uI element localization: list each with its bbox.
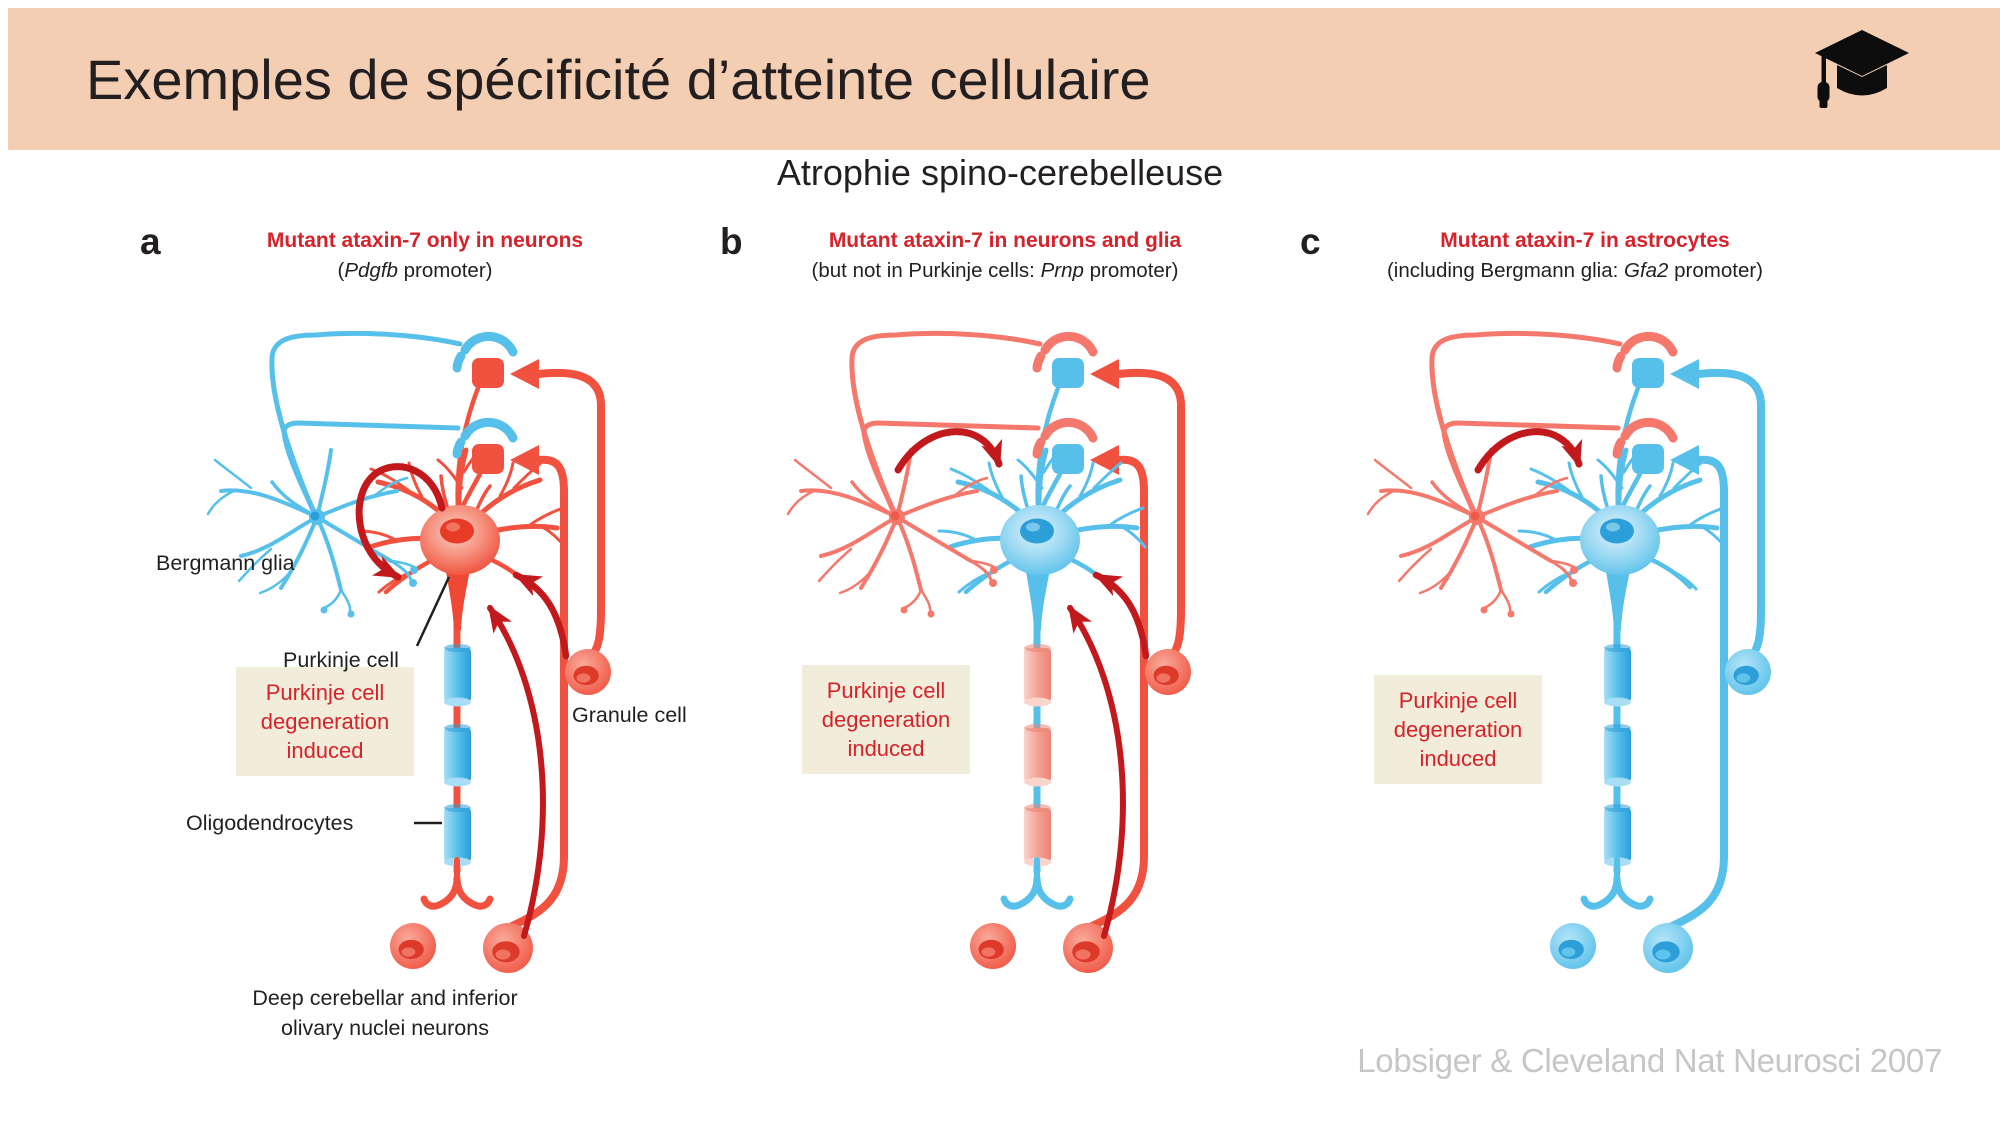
figure-subtitle: Atrophie spino-cerebelleuse (776, 152, 1224, 193)
label-bergmann-glia: Bergmann glia (156, 551, 295, 575)
panel-subtitle: (including Bergmann glia: Gfa2 promoter) (1386, 259, 1764, 282)
degeneration-box: Purkinje cell degeneration induced (802, 665, 970, 774)
label-oligodendrocytes: Oligodendrocytes (186, 811, 354, 835)
panel-c: c Mutant ataxin-7 in astrocytes (includi… (1280, 215, 1860, 1115)
panel-title: Mutant ataxin-7 in astrocytes (1440, 229, 1730, 252)
label-deep-neurons: Deep cerebellar and inferior olivary nuc… (252, 986, 518, 1040)
panel-letter: b (720, 221, 743, 262)
label-granule-cell: Granule cell (572, 703, 687, 727)
panel-title: Mutant ataxin-7 only in neurons (266, 229, 584, 252)
header-banner: Exemples de spécificité d’atteinte cellu… (8, 8, 2000, 150)
label-purkinje-cell: Purkinje cell (283, 648, 399, 672)
panel-subtitle: (but not in Purkinje cells: Prnp promote… (811, 259, 1179, 282)
degeneration-box: Purkinje cell degeneration induced (236, 667, 414, 776)
degeneration-box: Purkinje cell degeneration induced (1374, 675, 1542, 784)
panel-subtitle: (Pdgfb promoter) (337, 259, 493, 282)
panel-letter: c (1300, 221, 1321, 262)
panel-letter: a (140, 221, 161, 262)
neuron-diagram (120, 300, 700, 1100)
neuron-diagram (1280, 300, 1860, 1100)
panel-a: a Mutant ataxin-7 only in neurons (Pdgfb… (120, 215, 700, 1115)
page-title: Exemples de spécificité d’atteinte cellu… (86, 47, 1151, 111)
panel-title: Mutant ataxin-7 in neurons and glia (828, 229, 1182, 252)
panel-b: b Mutant ataxin-7 in neurons and glia (b… (700, 215, 1280, 1115)
graduation-cap-icon (1815, 30, 1909, 108)
citation: Lobsiger & Cleveland Nat Neurosci 2007 (1357, 1042, 1942, 1079)
neuron-diagram (700, 300, 1280, 1100)
